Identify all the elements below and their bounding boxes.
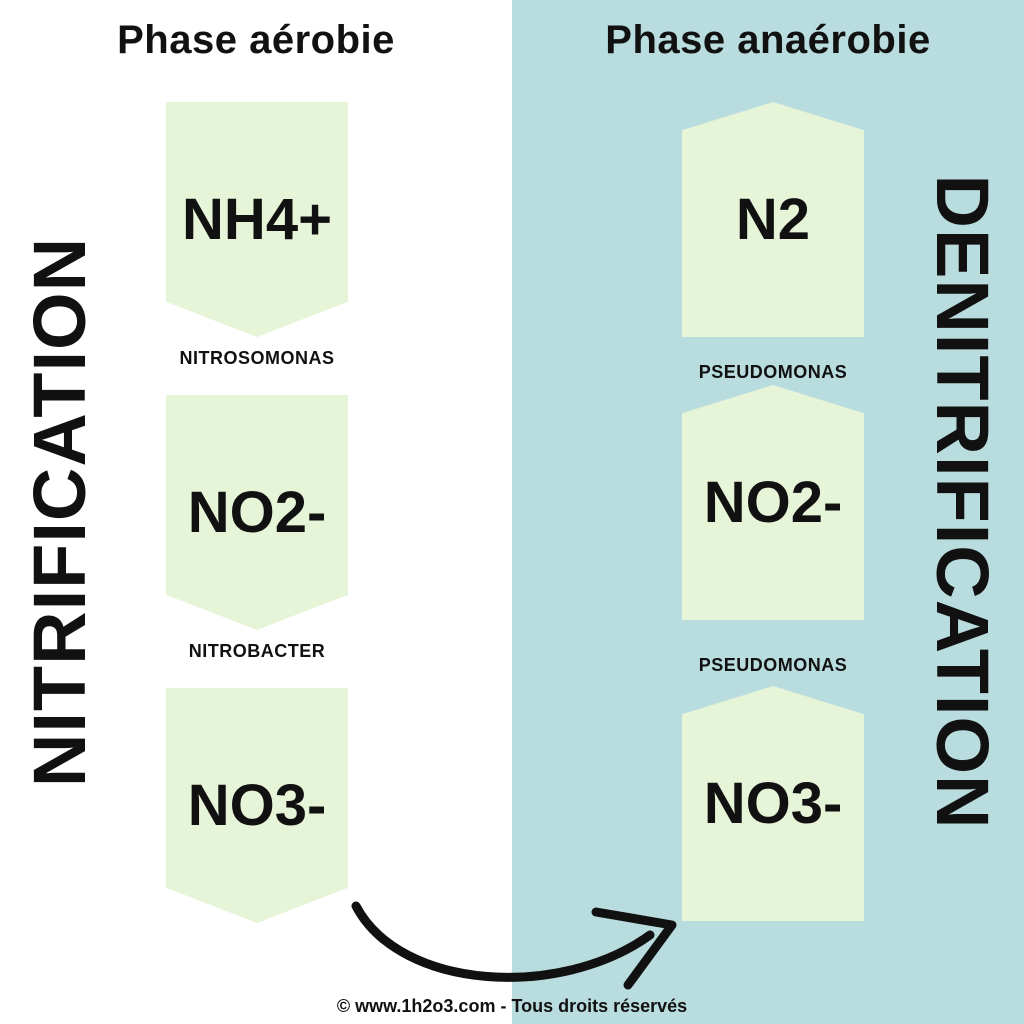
compound-label: NH4+ bbox=[182, 186, 332, 252]
aerobic-phase-title: Phase aérobie bbox=[117, 18, 395, 62]
compound-label: NO3- bbox=[703, 770, 843, 836]
nitrosomonas-label: NITROSOMONAS bbox=[179, 348, 335, 368]
compound-label: NO3- bbox=[187, 772, 327, 838]
anaerobic-phase-title: Phase anaérobie bbox=[605, 18, 931, 62]
aerobic-no2-box: NO2- bbox=[166, 395, 348, 630]
aerobic-nh4-box: NH4+ bbox=[166, 102, 348, 337]
pseudomonas-label-lower: PSEUDOMONAS bbox=[698, 655, 848, 675]
compound-label: NO2- bbox=[703, 469, 843, 535]
compound-label: NO2- bbox=[187, 479, 327, 545]
nitrobacter-label: NITROBACTER bbox=[188, 641, 326, 661]
anaerobic-no2-box: NO2- bbox=[682, 385, 864, 620]
anaerobic-n2-box: N2 bbox=[682, 102, 864, 337]
anaerobic-no3-box: NO3- bbox=[682, 686, 864, 921]
pseudomonas-label-upper: PSEUDOMONAS bbox=[698, 362, 848, 382]
aerobic-no3-box: NO3- bbox=[166, 688, 348, 923]
compound-label: N2 bbox=[735, 186, 811, 252]
copyright-footer: © www.1h2o3.com - Tous droits réservés bbox=[336, 996, 688, 1016]
